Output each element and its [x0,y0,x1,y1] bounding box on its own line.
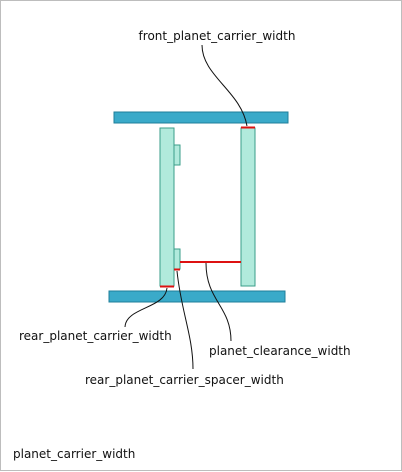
rear-planet-carrier-width-label: rear_planet_carrier_width [19,329,172,343]
planet-clearance-width-leader [205,262,232,342]
diagram-title: planet_carrier_width [13,447,135,461]
upper-spacer [173,144,181,166]
rear-planet-carrier-spacer [173,248,181,270]
rear-planet-carrier-width-leader [124,287,168,328]
rear-planet-carrier-spacer-width-leader [176,270,194,370]
front-planet-carrier [240,127,256,287]
rear-planet-carrier-spacer-width-label: rear_planet_carrier_spacer_width [85,373,284,387]
front-planet-carrier-width-leader [201,44,248,127]
top-bar [113,111,289,124]
rear-planet-carrier [159,127,175,287]
planet-clearance-width-label: planet_clearance_width [209,344,351,358]
bottom-bar [108,290,286,303]
front-planet-carrier-width-label: front_planet_carrier_width [139,29,296,43]
